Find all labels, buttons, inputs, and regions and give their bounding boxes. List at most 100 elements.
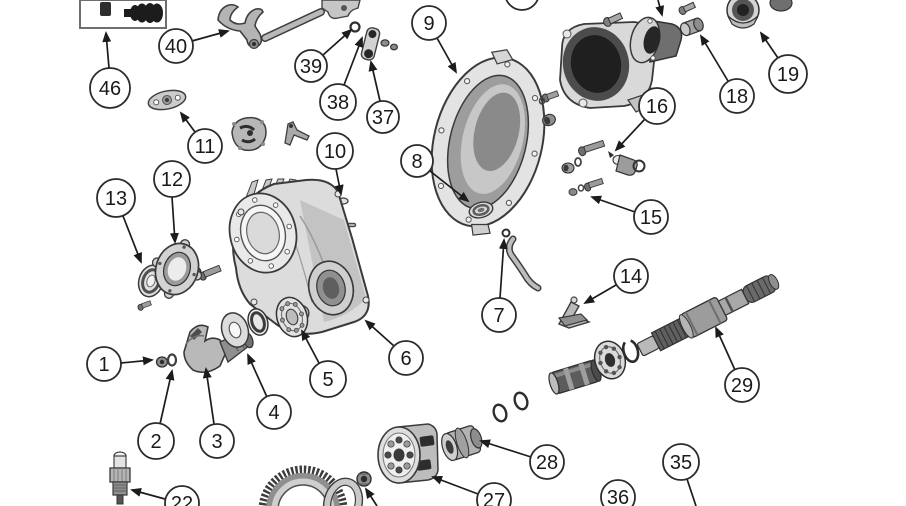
- callout-number: 8: [411, 151, 422, 173]
- flange-bolt-2: [678, 1, 697, 15]
- callout-1: 1: [86, 346, 154, 382]
- parts-drawings: [79, 0, 793, 506]
- chain-ring-gear: [258, 465, 348, 506]
- callout-number: 9: [423, 13, 434, 35]
- callout-28: 28: [479, 439, 565, 480]
- callout-number: 14: [620, 266, 642, 288]
- callout-number: 39: [300, 56, 322, 78]
- callout-8: 8: [400, 144, 470, 203]
- callout-4: 4: [247, 353, 292, 430]
- front-bearing: [275, 296, 309, 338]
- leader-line: [715, 326, 736, 371]
- callout-number: 27: [483, 490, 505, 506]
- callout-number: 22: [171, 493, 193, 506]
- leader-line: [169, 196, 179, 244]
- callout-19: 19: [759, 31, 808, 94]
- callout-number: 7: [493, 305, 504, 327]
- leader-line: [583, 284, 617, 305]
- callout-number: 5: [322, 369, 333, 391]
- callout-10: 10: [316, 132, 354, 196]
- snap-ring: [621, 339, 640, 363]
- callout-balloon: [719, 78, 755, 114]
- output-yoke: [726, 0, 793, 29]
- callout-number: 2: [150, 431, 161, 453]
- front-case-half: [228, 178, 370, 335]
- callout-balloon: [187, 128, 223, 164]
- callout-number: 35: [670, 452, 692, 474]
- callout-balloon: [89, 67, 131, 109]
- leader-line: [179, 111, 196, 133]
- unlabeled-leader-arrow: [655, 0, 665, 17]
- callout-number: 12: [161, 169, 183, 191]
- callout-14: 14: [583, 258, 649, 305]
- callout-18: 18: [699, 34, 755, 114]
- callout-balloon: [400, 144, 434, 178]
- callout-7: 7: [481, 238, 517, 333]
- callout-5: 5: [301, 329, 347, 398]
- seal-ring: [247, 308, 269, 336]
- callout-balloon: [481, 297, 517, 333]
- flange-bolt: [603, 12, 624, 27]
- callout-balloon: [294, 49, 328, 83]
- thrust-washer: [220, 312, 250, 348]
- callout-2: 2: [137, 369, 175, 460]
- leader-line: [699, 34, 729, 82]
- shift-link: [360, 27, 399, 61]
- callout-number: 10: [324, 141, 346, 163]
- callout-balloon: [613, 258, 649, 294]
- callout-11: 11: [179, 111, 223, 164]
- leader-line: [431, 475, 479, 495]
- callout-balloon: [153, 160, 191, 198]
- leader-line: [191, 29, 230, 42]
- callout-balloon: [96, 178, 136, 218]
- callout-22: 22: [130, 485, 200, 506]
- leader-line: [479, 439, 532, 458]
- callout-balloon: [366, 100, 400, 134]
- callout-balloon: [164, 485, 200, 506]
- callout-balloon: [662, 443, 700, 481]
- leader-line: [590, 195, 636, 213]
- drive-hub: [441, 425, 483, 462]
- leader-line: [130, 488, 166, 500]
- o-ring-b: [513, 391, 529, 411]
- callout-balloon: [529, 444, 565, 480]
- callout-balloon: [600, 479, 636, 506]
- callout-16: 16: [614, 87, 676, 152]
- callout-balloon: [256, 394, 292, 430]
- leader-line: [686, 478, 697, 506]
- callout-35: 35: [662, 443, 700, 506]
- callout-number: 16: [646, 96, 668, 118]
- clutch-drum: [377, 423, 439, 484]
- leader-line: [120, 356, 154, 366]
- sector-cam-plate: [231, 116, 267, 152]
- leader-line: [102, 31, 112, 69]
- callout-balloon: [388, 340, 424, 376]
- bearing-retainer: [151, 239, 203, 299]
- callout-number: 13: [105, 188, 127, 210]
- callout-number: 6: [400, 348, 411, 370]
- callout-27: 27: [431, 475, 512, 506]
- callout-number: 40: [165, 36, 187, 58]
- callout-number: 11: [195, 136, 216, 158]
- callout-balloon: [86, 346, 122, 382]
- main-shaft: [636, 274, 780, 357]
- callout-number: 19: [777, 64, 799, 86]
- leader-line: [614, 118, 646, 152]
- shift-boot: [124, 3, 163, 23]
- callout-balloon: [638, 87, 676, 125]
- splined-sleeve: [548, 359, 602, 395]
- callout-38: 38: [319, 36, 363, 121]
- callout-number: 1: [98, 354, 109, 376]
- callout-balloon: [309, 360, 347, 398]
- leader-line: [498, 238, 508, 299]
- callout-number: 18: [726, 86, 748, 108]
- tail-housing-cone: [629, 16, 683, 64]
- callout-balloon: [319, 83, 357, 121]
- callout-9: 9: [411, 5, 457, 74]
- callout-partial: [505, 0, 539, 11]
- callout-balloon: [137, 422, 175, 460]
- callout-36: 36: [600, 479, 636, 506]
- leader-line: [159, 369, 175, 425]
- leader-line: [364, 319, 395, 347]
